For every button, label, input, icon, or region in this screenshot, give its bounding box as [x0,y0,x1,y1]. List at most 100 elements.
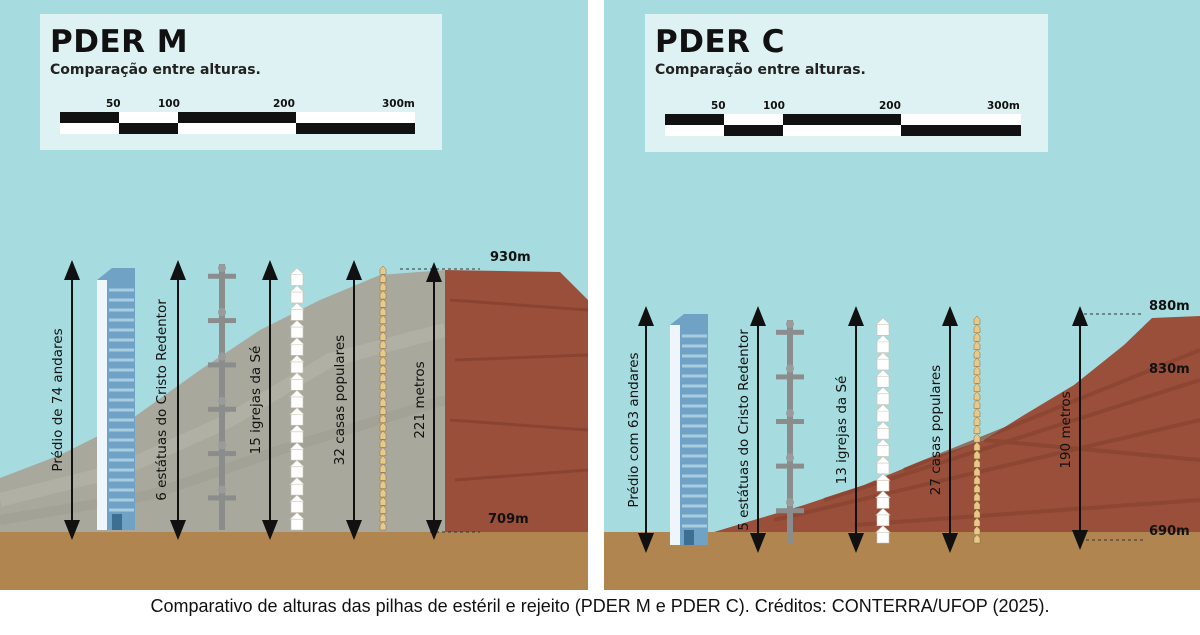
house-icon [379,273,387,283]
house-icon [379,282,387,291]
scale-label-300m: 300m [382,98,415,110]
scale-bar [665,114,1021,136]
church-icon [290,448,304,461]
house-icon [379,438,387,448]
house-icon [379,306,387,316]
house-icon [379,290,387,300]
house-icon [379,364,387,374]
house-icon [973,399,981,409]
house-icon [379,331,387,341]
church-icon [290,273,304,286]
church-icon [290,378,304,391]
panel-subtitle: Comparação entre alturas. [655,62,866,78]
church-icon [876,427,890,440]
cristo-redentor-statue-icon [219,264,225,309]
church-icon [290,518,304,531]
scale-label-300m: 300m [987,100,1020,112]
statues-label: 5 estátuas do Cristo Redentor [736,329,752,531]
info-box: PDER M Comparação entre alturas. 50 100 … [40,14,442,150]
scale-label-50: 50 [106,98,121,110]
churches-label: 15 igrejas da Sé [248,345,264,455]
cristo-redentor-statue-icon [219,441,225,486]
rock-cliff [445,270,588,532]
house-icon [973,416,981,426]
house-icon [973,441,981,451]
houses-label: 32 casas populares [332,334,348,466]
house-icon [973,366,981,376]
house-icon [973,534,981,544]
building-icon [97,268,135,530]
elevation-top: 930m [490,250,531,265]
house-icon [379,397,387,407]
building-label: Prédio com 63 andares [626,352,642,508]
house-icon [973,433,981,443]
church-icon [876,479,890,492]
house-icon [379,323,387,333]
church-icon [290,308,304,321]
house-icon [973,483,981,493]
church-icon [875,317,891,544]
statues-label: 6 estátuas do Cristo Redentor [154,299,170,501]
scale-bar [60,112,415,134]
house-icon [973,458,981,468]
cristo-redentor-statue-icon [208,264,236,530]
house-icon [379,463,387,473]
scale-label-100: 100 [158,98,180,110]
church-icon [290,326,304,339]
house-icon [379,298,387,308]
church-icon [876,496,890,509]
house-icon [973,500,981,510]
church-icon [290,343,304,356]
building-label: Prédio de 74 andares [50,328,66,472]
house-icon [379,496,387,506]
house-icon [379,513,387,522]
house-icon [379,265,387,531]
house-icon [379,422,387,432]
church-icon [876,392,890,405]
house-icon [973,517,981,527]
house-icon [379,339,387,349]
panel-title: PDER C [655,24,786,60]
cristo-redentor-statue-icon [219,308,225,353]
panel-title: PDER M [50,24,189,60]
house-icon [973,340,981,350]
house-icon [379,405,387,415]
house-icon [379,430,387,440]
house-icon [379,348,387,357]
elevation-bottom: 690m [1149,524,1190,539]
church-icon [290,413,304,426]
house-icon [973,391,981,401]
house-icon [973,525,981,535]
cristo-redentor-statue-icon [787,364,793,410]
cristo-redentor-statue-icon [787,409,793,454]
cristo-redentor-statue-icon [787,498,793,543]
houses-label: 27 casas populares [928,364,944,496]
house-icon [379,414,387,423]
church-icon [876,358,890,371]
church-icon [290,361,304,374]
cristo-redentor-statue-icon [776,320,804,543]
church-icon [290,483,304,496]
house-icon [379,265,387,275]
house-icon [379,381,387,390]
church-icon [290,500,304,513]
panel-subtitle: Comparação entre alturas. [50,62,261,78]
cristo-redentor-statue-icon [787,320,793,365]
house-icon [973,475,981,485]
house-icon [379,480,387,489]
house-icon [379,447,387,456]
house-icon [379,521,387,531]
church-icon [876,410,890,423]
cristo-redentor-statue-icon [219,485,225,530]
elevation-top: 880m [1149,299,1190,314]
church-icon [876,341,890,353]
elevation-mid: 830m [1149,362,1190,377]
house-icon [379,372,387,382]
house-icon [973,466,981,476]
height-label: 221 metros [412,361,428,439]
house-icon [973,357,981,367]
panel-pder-m: PDER M Comparação entre alturas. 50 100 … [0,0,588,590]
house-icon [973,315,981,325]
height-label: 190 metros [1058,391,1074,469]
house-icon [973,450,981,460]
